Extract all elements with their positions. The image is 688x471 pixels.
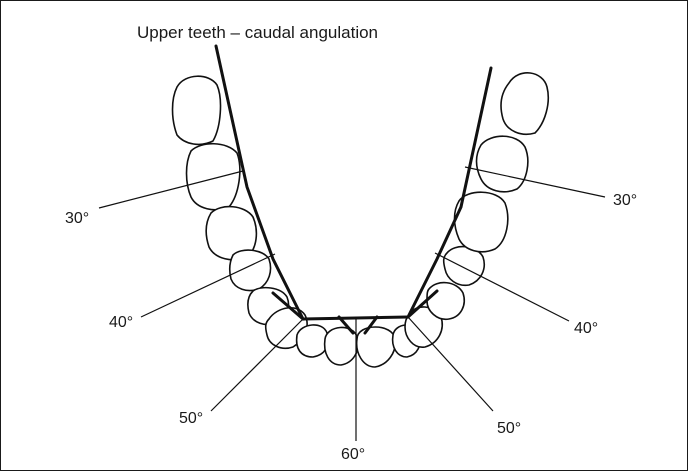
tooth-left-lateral-incisor xyxy=(297,325,329,357)
tooth-left-molar-3 xyxy=(173,76,221,144)
incisor-teeth xyxy=(297,325,421,367)
label-right-30: 30° xyxy=(613,192,637,209)
tooth-left-molar-2 xyxy=(187,144,240,210)
label-bottom-60: 60° xyxy=(341,446,365,463)
tooth-right-premolar-1 xyxy=(427,283,464,320)
label-left-40: 40° xyxy=(109,314,133,331)
ray-right-50 xyxy=(408,317,493,411)
tooth-left-premolar-2 xyxy=(230,250,271,290)
tooth-right-central-incisor xyxy=(357,327,396,367)
tooth-right-premolar-2 xyxy=(444,247,485,286)
right-teeth xyxy=(405,73,548,347)
angulation-rays xyxy=(99,167,605,441)
tooth-right-molar-2 xyxy=(477,136,528,192)
left-teeth xyxy=(173,76,308,348)
ray-left-50 xyxy=(211,319,303,411)
label-left-30: 30° xyxy=(65,210,89,227)
label-left-50: 50° xyxy=(179,410,203,427)
angle-labels: 30° 40° 50° 60° 50° 40° 30° xyxy=(65,192,637,463)
label-right-50: 50° xyxy=(497,420,521,437)
front-arch-tangent xyxy=(303,317,408,319)
tooth-right-molar-3 xyxy=(501,73,548,134)
label-right-40: 40° xyxy=(574,320,598,337)
